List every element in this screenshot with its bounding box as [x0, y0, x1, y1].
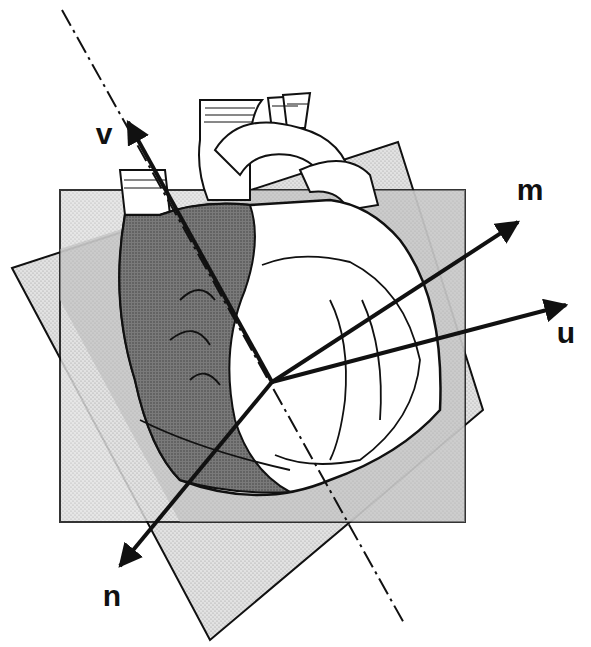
chamber-lines — [140, 257, 420, 470]
right-heart — [119, 204, 290, 493]
axis-label: v — [96, 119, 113, 149]
axis-label: n — [103, 581, 121, 611]
upright-plane — [60, 190, 465, 522]
axis-arrows — [120, 122, 566, 566]
long-axis — [62, 10, 405, 625]
great-vessels — [120, 93, 378, 215]
axis-label: m — [517, 175, 544, 205]
plane-overlap — [60, 190, 465, 522]
tilted-plane — [12, 142, 483, 640]
axis-label: u — [557, 318, 575, 348]
heart-outline — [119, 200, 440, 495]
